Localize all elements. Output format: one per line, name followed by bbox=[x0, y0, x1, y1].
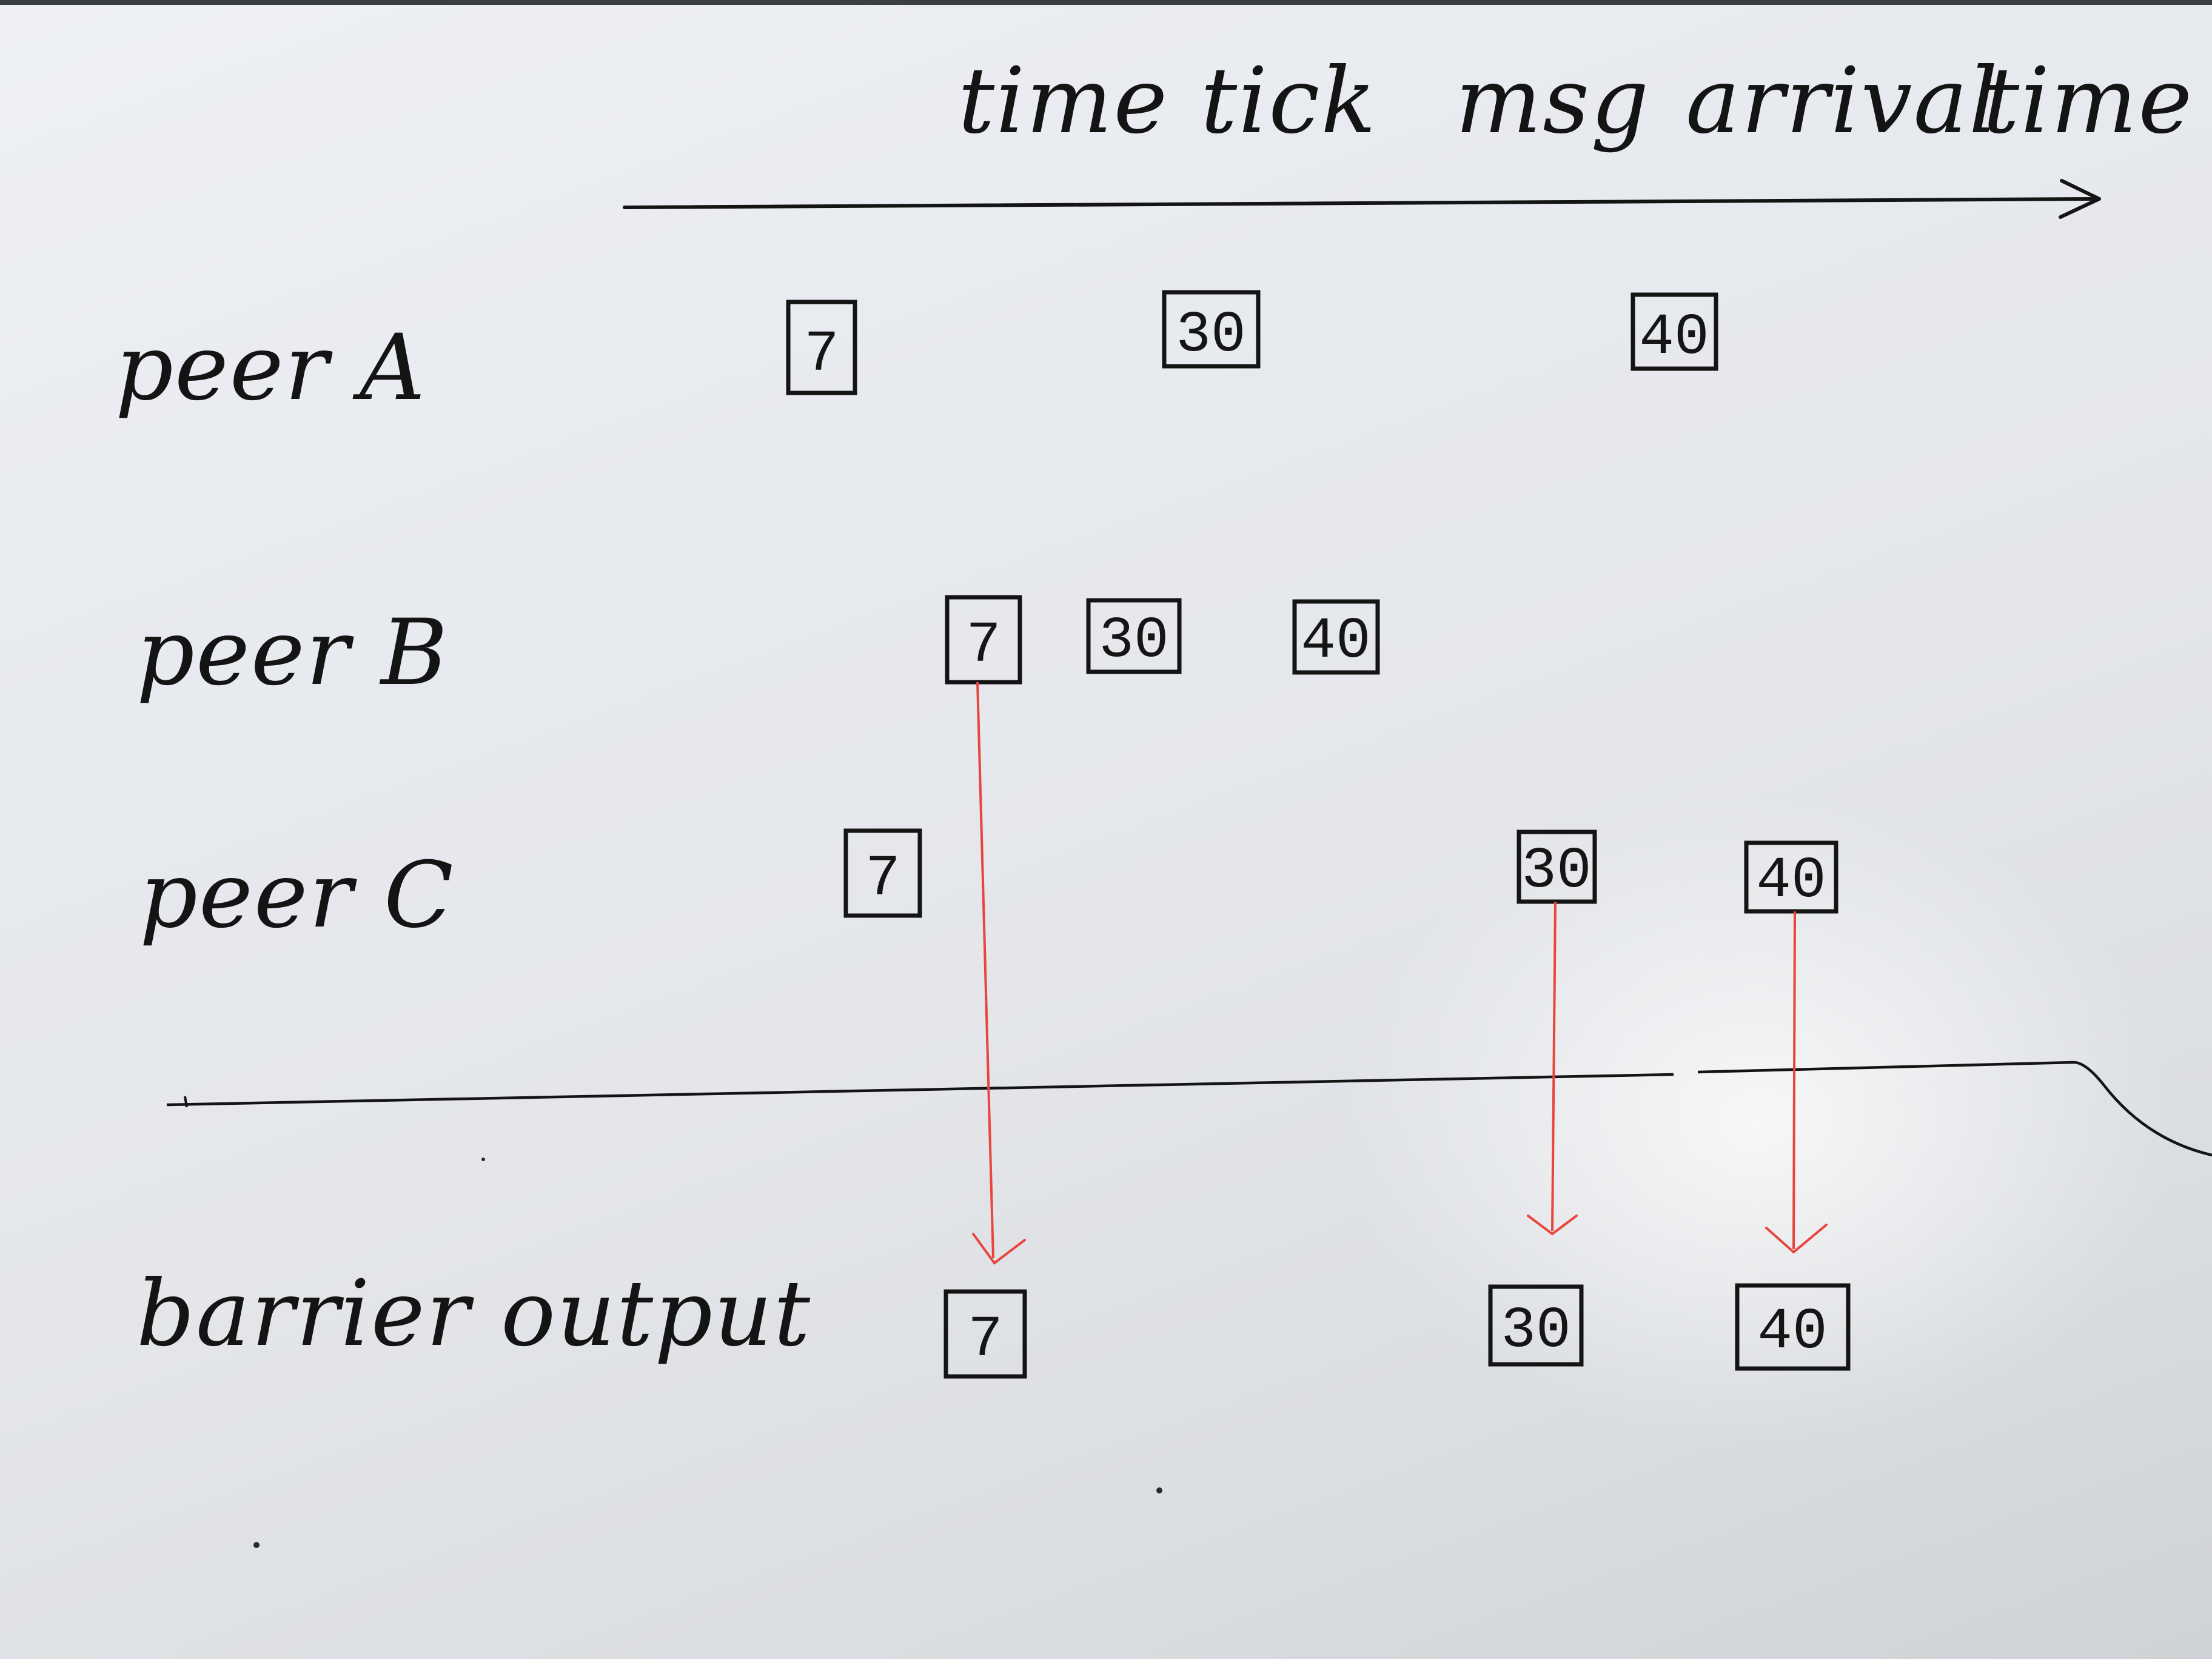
arrow-30-to-output bbox=[1527, 901, 1578, 1236]
svg-text:30: 30 bbox=[1501, 1298, 1570, 1364]
header-word-time-2: time bbox=[1983, 49, 2194, 154]
svg-text:7: 7 bbox=[865, 846, 900, 912]
svg-text:7: 7 bbox=[804, 321, 839, 387]
peer-c-box-7: 7 bbox=[843, 828, 922, 918]
peer-b-box-40: 40 bbox=[1292, 599, 1380, 675]
svg-text:40: 40 bbox=[1639, 304, 1709, 370]
row-label-peer-c: peer C bbox=[139, 843, 455, 948]
output-box-30: 30 bbox=[1488, 1284, 1584, 1367]
peer-a-box-30: 30 bbox=[1162, 290, 1261, 369]
row-label-peer-b: peer B bbox=[136, 600, 449, 706]
ink-speck bbox=[481, 1158, 485, 1161]
header-word-arrival: arrival bbox=[1686, 49, 1999, 154]
svg-text:30: 30 bbox=[1099, 608, 1168, 674]
svg-text:30: 30 bbox=[1521, 838, 1591, 904]
svg-text:7: 7 bbox=[966, 612, 1001, 679]
peer-c-box-30: 30 bbox=[1517, 830, 1597, 904]
peer-a-box-7: 7 bbox=[786, 300, 857, 395]
arrow-7-to-output bbox=[972, 682, 1026, 1265]
header-word-time: time bbox=[958, 49, 1169, 154]
peer-b-box-7: 7 bbox=[945, 595, 1022, 685]
light-glare bbox=[1334, 788, 2183, 1455]
ink-speck bbox=[253, 1542, 260, 1548]
svg-text:7: 7 bbox=[968, 1307, 1003, 1373]
peer-c-box-40: 40 bbox=[1744, 840, 1838, 914]
row-label-barrier-output: barrier output bbox=[136, 1261, 812, 1367]
peer-a-box-40: 40 bbox=[1631, 292, 1718, 371]
arrow-40-to-output bbox=[1765, 911, 1828, 1254]
svg-text:40: 40 bbox=[1756, 848, 1826, 914]
output-box-7: 7 bbox=[943, 1289, 1027, 1379]
svg-text:40: 40 bbox=[1301, 608, 1370, 674]
svg-text:30: 30 bbox=[1176, 302, 1245, 368]
row-label-peer-a: peer A bbox=[115, 315, 427, 421]
ink-speck bbox=[1156, 1487, 1162, 1493]
peer-b-box-30: 30 bbox=[1086, 598, 1182, 674]
output-box-40: 40 bbox=[1735, 1283, 1851, 1371]
header-word-tick: tick bbox=[1201, 49, 1378, 154]
header-word-msg: msg bbox=[1455, 49, 1651, 154]
svg-text:40: 40 bbox=[1757, 1299, 1827, 1365]
paper-top-edge bbox=[0, 0, 2212, 5]
separator-line bbox=[166, 1061, 2212, 1157]
time-axis bbox=[623, 179, 2101, 219]
